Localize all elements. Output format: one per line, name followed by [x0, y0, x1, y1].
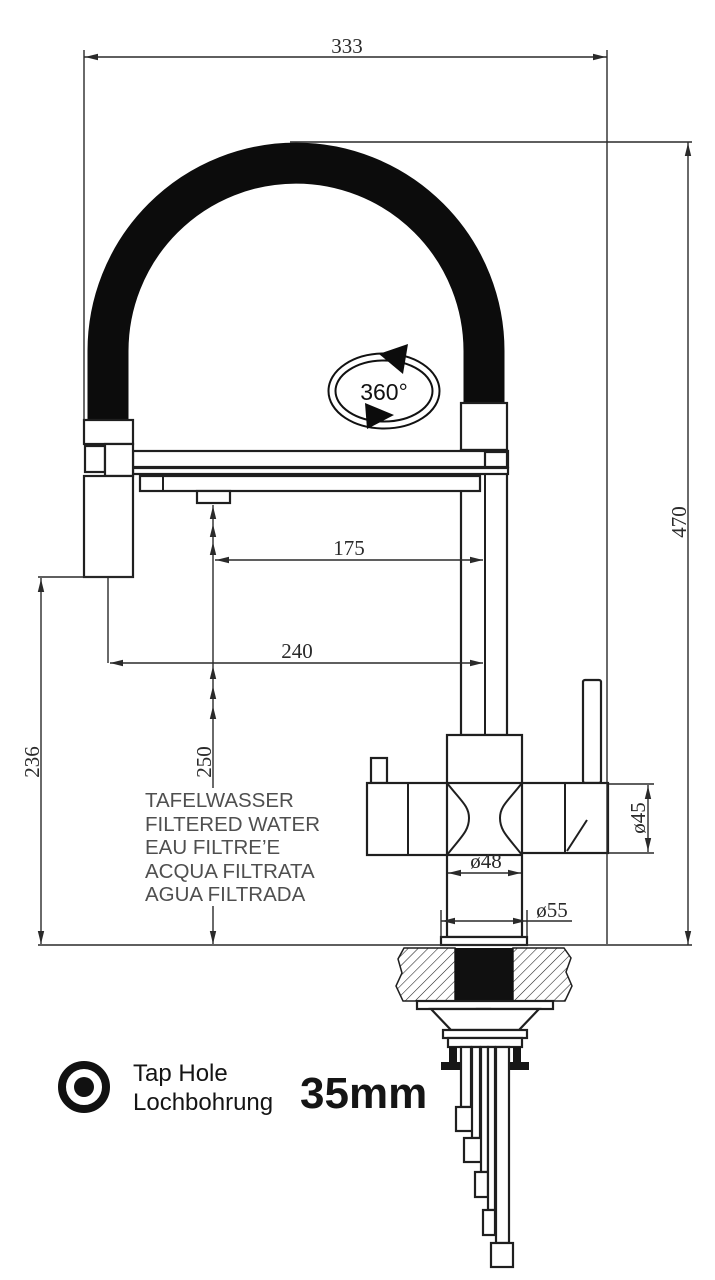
dim-body-dia-label: ø48 [470, 849, 502, 873]
tap-hole-icon-center [74, 1077, 94, 1097]
stud-left-head [441, 1062, 464, 1070]
hose-1 [459, 1045, 473, 1109]
water-type-line-1: TAFELWASSER [145, 789, 294, 812]
dim-overall-height: 470 [290, 141, 692, 945]
swivel-label: 360° [360, 379, 408, 405]
tap-shank [455, 948, 513, 1001]
tap-hole-label-de: Lochbohrung [133, 1089, 273, 1116]
sprayhead-mount [103, 442, 135, 478]
hose-5 [494, 1045, 511, 1245]
mounting-washer [441, 1028, 529, 1040]
hose-4-connector [481, 1208, 497, 1237]
dim-aerator-offset-label: 175 [333, 536, 365, 560]
tap-hole-legend: Tap Hole Lochbohrung 35mm [58, 1060, 427, 1118]
spout-arm-lower [138, 474, 482, 493]
hose-connector [459, 401, 509, 452]
dim-base-dia-label: ø55 [536, 898, 568, 922]
hose-5-connector [489, 1241, 515, 1269]
dim-aerator-offset: 175 [215, 536, 483, 564]
counter-hatch-left [395, 947, 456, 1002]
swivel-arrow-bottom-icon [365, 403, 394, 429]
tap-hole-label-en: Tap Hole [133, 1060, 228, 1087]
stud-right-head [506, 1062, 529, 1070]
dim-overall-width-label: 333 [331, 34, 363, 58]
dim-body-dia: ø48 [448, 849, 521, 877]
hose-arch [87, 142, 505, 420]
swivel-icon: 360° [327, 344, 441, 430]
mounting-plate [415, 999, 555, 1011]
dim-outlet-height-label: 250 [192, 746, 216, 778]
spout-arm-mid [131, 466, 510, 476]
counter-hatch-right [512, 947, 573, 1002]
mounting-cone [428, 1007, 542, 1032]
dim-spout-reach-label: 240 [281, 639, 313, 663]
body-waist-left [446, 782, 471, 856]
hose-2 [470, 1045, 482, 1140]
stud-right [513, 1047, 521, 1064]
body-waist-right [498, 782, 523, 856]
dim-handle-dia: ø45 [609, 783, 654, 854]
dim-spout-height: 236 [20, 576, 133, 944]
countertop-section [38, 944, 692, 1269]
stud-left [449, 1047, 457, 1064]
dim-base-dia: ø55 [440, 898, 572, 937]
aerator-nozzle [195, 489, 232, 505]
dim-spout-reach: 240 [107, 577, 483, 667]
water-type-line-3: EAU FILTRE’E [145, 836, 280, 859]
hose-4 [486, 1045, 497, 1212]
spout-arm-upper [131, 449, 510, 469]
dim-handle-dia-label: ø45 [626, 802, 650, 834]
supply-hoses [454, 1045, 515, 1269]
tap-hole-size: 35mm [300, 1069, 427, 1118]
swivel-arrow-top-icon [379, 344, 408, 374]
hose-3-connector [473, 1170, 490, 1199]
water-type-line-2: FILTERED WATER [145, 813, 320, 836]
sprayhead-top [82, 418, 135, 446]
sprayhead-body [82, 474, 135, 579]
water-type-label: TAFELWASSER FILTERED WATER EAU FILTRE’E … [145, 789, 320, 906]
water-type-line-4: ACQUA FILTRATA [145, 860, 315, 883]
left-handle-lever [369, 756, 389, 785]
base-flange [439, 935, 529, 947]
dim-outlet-height: 250 [192, 505, 217, 944]
mounting-nut-plate [446, 1036, 524, 1049]
water-type-line-5: AGUA FILTRADA [145, 883, 306, 906]
tap-hole-icon [58, 1061, 110, 1113]
dim-overall-width: 333 [83, 34, 608, 944]
spout-arm-step [483, 450, 509, 469]
right-handle-detail [566, 819, 588, 852]
faucet-outline [82, 142, 610, 947]
right-handle-lever [581, 678, 603, 785]
sprayhead-clip [83, 444, 107, 474]
dim-overall-height-label: 470 [667, 506, 691, 538]
mixer-upper-body [445, 733, 524, 785]
dim-spout-height-label: 236 [20, 746, 44, 778]
